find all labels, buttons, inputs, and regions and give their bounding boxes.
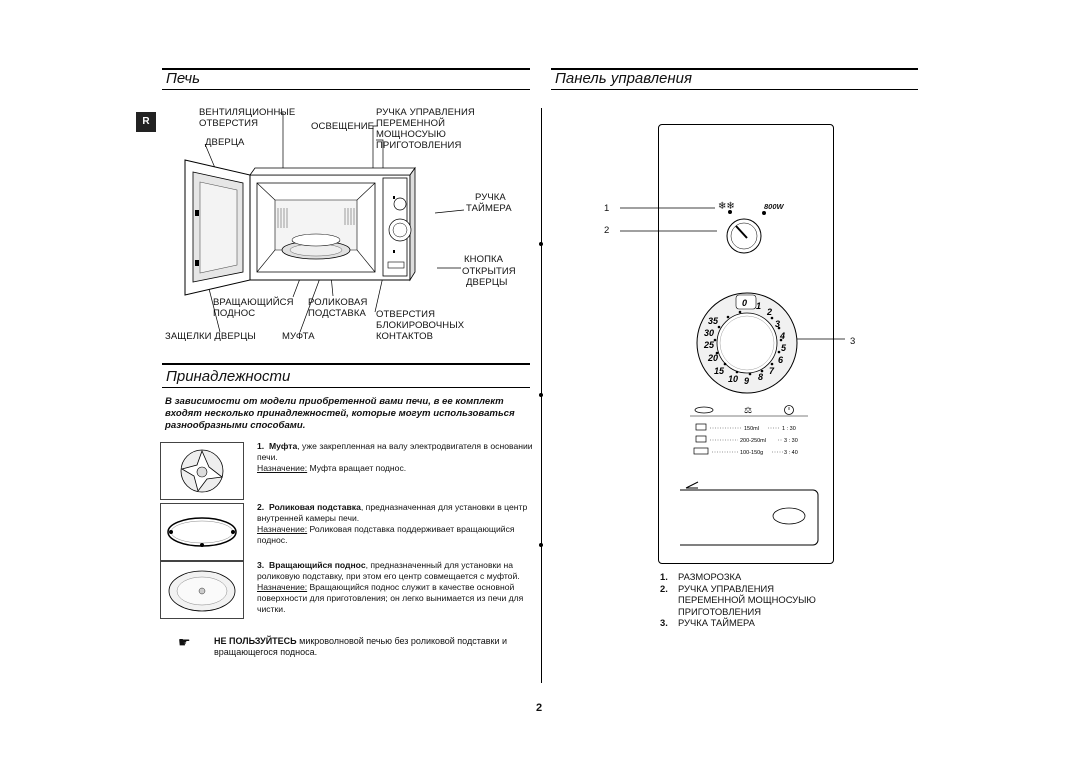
timer-dial-1: 1 (756, 301, 761, 311)
label-button-1: КНОПКА (464, 254, 504, 265)
door-open-button-area (680, 481, 819, 546)
divider-dot (539, 393, 543, 397)
timer-dial-15: 15 (714, 366, 725, 376)
control-panel-outline (658, 124, 834, 564)
timer-knob[interactable]: 0 1 2 3 4 5 6 7 8 9 10 15 20 25 30 35 (692, 290, 802, 400)
defrost-guide: ⚖ 150ml 1 : 30 200-250ml 3 : 30 100-150g… (690, 405, 808, 456)
label-turntable-2: ПОДНОС (213, 308, 256, 319)
power-knob[interactable] (714, 208, 774, 258)
timer-dial-10: 10 (728, 374, 738, 384)
label-button-3: ДВЕРЦЫ (466, 277, 508, 288)
accessories-rule-bottom (162, 387, 530, 388)
label-roller-2: ПОДСТАВКА (308, 308, 366, 319)
label-vent-2: ОТВЕРСТИЯ (199, 118, 259, 129)
timer-dial-25: 25 (703, 340, 715, 350)
label-timer-1: РУЧКА (475, 192, 506, 203)
callout-2: 2 (604, 225, 610, 236)
power-800w-label: 800W (764, 202, 784, 211)
timer-dial-30: 30 (704, 328, 714, 338)
label-door: ДВЕРЦА (205, 137, 245, 148)
header-rule-bottom (162, 89, 530, 90)
callout-3: 3 (850, 336, 856, 347)
defrost-time-3: 3 : 40 (784, 450, 798, 456)
timer-dial-5: 5 (781, 343, 787, 353)
defrost-qty-1: 150ml (744, 426, 759, 432)
timer-dial-2: 2 (766, 307, 772, 317)
label-power-knob-1: РУЧКА УПРАВЛЕНИЯ (376, 107, 475, 118)
label-power-knob-3: МОЩНОСУЫЮ (376, 129, 446, 140)
label-button-2: ОТКРЫТИЯ (462, 266, 516, 277)
section-title-control-panel: Панель управления (555, 70, 693, 87)
divider-dot (539, 543, 543, 547)
accessories-rule-top (162, 363, 530, 365)
callout-1: 1 (604, 203, 610, 214)
timer-dial-9: 9 (744, 376, 749, 386)
legend-item-3: 3.РУЧКА ТАЙМЕРА (660, 617, 755, 628)
timer-dial-20: 20 (707, 353, 718, 363)
label-light: ОСВЕЩЕНИЕ (311, 121, 375, 132)
timer-dial-0: 0 (742, 298, 747, 308)
timer-dial-6: 6 (778, 355, 784, 365)
label-interlock-1: ОТВЕРСТИЯ (376, 309, 436, 320)
warning-text: НЕ ПОЛЬЗУЙТЕСЬ микроволновой печью без р… (214, 636, 508, 657)
control-legend: 1.РАЗМОРОЗКА 2.РУЧКА УПРАВЛЕНИЯ ПЕРЕМЕНН… (660, 571, 838, 629)
defrost-icon: ❄❄ (718, 201, 735, 212)
timer-dial-8: 8 (758, 372, 763, 382)
timer-dial-4: 4 (779, 331, 785, 341)
timer-dial-35: 35 (708, 316, 719, 326)
header-rule-top-right (551, 68, 918, 70)
label-interlock-3: КОНТАКТОВ (376, 331, 434, 342)
label-power-knob-4: ПРИГОТОВЛЕНИЯ (376, 140, 462, 151)
header-rule-bottom-right (551, 89, 918, 90)
label-power-knob-2: ПЕРЕМЕННОЙ (376, 118, 446, 129)
label-timer-2: ТАЙМЕРА (466, 203, 512, 214)
side-tab: R (136, 112, 156, 132)
scale-icon: ⚖ (744, 406, 752, 416)
accessory-item-2: 2.Роликовая подставка, предназначенная д… (257, 502, 528, 545)
label-turntable-1: ВРАЩАЮЩИЙСЯ (213, 297, 294, 308)
label-coupler: МУФТА (282, 331, 315, 342)
defrost-time-1: 1 : 30 (782, 426, 796, 432)
coupler-image (160, 442, 244, 500)
section-title-oven: Печь (166, 70, 201, 87)
header-rule-top (162, 68, 530, 70)
legend-item-1: 1.РАЗМОРОЗКА (660, 571, 742, 582)
accessories-intro: В зависимости от модели приобретенной ва… (165, 396, 515, 431)
defrost-qty-2: 200-250ml (740, 438, 766, 444)
roller-ring-image (160, 503, 244, 561)
divider-dot (539, 242, 543, 246)
pointing-hand-icon: ☛ (178, 634, 191, 650)
section-title-accessories: Принадлежности (166, 368, 291, 385)
label-roller-1: РОЛИКОВАЯ (308, 297, 368, 308)
label-latches: ЗАЩЕЛКИ ДВЕРЦЫ (165, 331, 256, 342)
defrost-time-2: 3 : 30 (784, 438, 798, 444)
defrost-qty-3: 100-150g (740, 450, 763, 456)
accessory-item-3: 3.Вращающийся поднос, предназначенный дл… (257, 560, 524, 614)
timer-dial-3: 3 (775, 319, 780, 329)
label-vent: ВЕНТИЛЯЦИОННЫЕ (199, 107, 296, 118)
turntable-image (160, 561, 244, 619)
accessory-item-1: 1.Муфта, уже закрепленная на валу электр… (257, 441, 533, 473)
oven-illustration (184, 112, 465, 333)
timer-dial-7: 7 (769, 366, 775, 376)
label-interlock-2: БЛОКИРОВОЧНЫХ (376, 320, 465, 331)
page-number: 2 (536, 702, 543, 714)
legend-item-2: 2.РУЧКА УПРАВЛЕНИЯ ПЕРЕМЕННОЙ МОЩНОСУЫЮ … (660, 582, 816, 617)
